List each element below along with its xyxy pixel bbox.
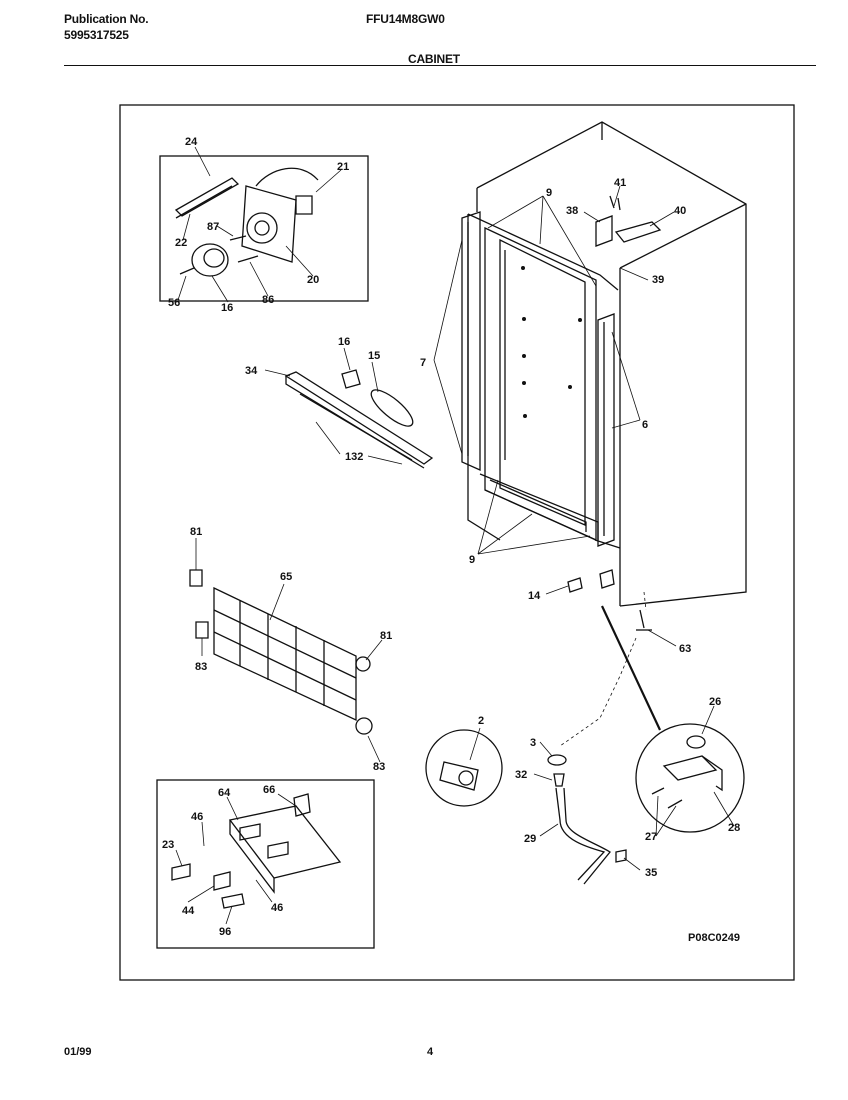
hinge-detail-circle bbox=[635, 723, 745, 833]
callout-83a: 83 bbox=[195, 661, 207, 673]
callout-35: 35 bbox=[645, 867, 657, 879]
callout-9b: 9 bbox=[469, 554, 475, 566]
callout-46a: 46 bbox=[191, 811, 203, 823]
fan-motor-assembly bbox=[174, 167, 319, 277]
kickplate-inset bbox=[156, 779, 375, 949]
drawing-code: P08C0249 bbox=[688, 932, 740, 944]
callout-83b: 83 bbox=[373, 761, 385, 773]
callout-24: 24 bbox=[185, 136, 198, 148]
drain-detail-circle bbox=[425, 729, 503, 807]
kickplate-assembly bbox=[171, 793, 342, 909]
drain-plug bbox=[439, 761, 479, 791]
callout-32: 32 bbox=[515, 769, 527, 781]
callout-132: 132 bbox=[345, 451, 363, 463]
callout-7: 7 bbox=[420, 357, 426, 369]
footer-date: 01/99 bbox=[64, 1046, 92, 1058]
callout-65: 65 bbox=[280, 571, 292, 583]
callout-63: 63 bbox=[679, 643, 691, 655]
callout-22: 22 bbox=[175, 237, 187, 249]
publication-number: 5995317525 bbox=[64, 28, 129, 42]
callout-15: 15 bbox=[368, 350, 380, 362]
callout-56: 56 bbox=[168, 297, 180, 309]
callout-16b: 16 bbox=[338, 336, 350, 348]
diagram-frame bbox=[119, 104, 795, 981]
callout-34: 34 bbox=[245, 365, 258, 377]
control-bracket bbox=[284, 369, 434, 469]
callout-46b: 46 bbox=[271, 902, 283, 914]
fan-motor-inset bbox=[159, 155, 369, 302]
publication-label: Publication No. bbox=[64, 12, 149, 26]
section-title: CABINET bbox=[408, 52, 460, 66]
callout-38: 38 bbox=[566, 205, 578, 217]
callout-41: 41 bbox=[614, 177, 626, 189]
callout-3: 3 bbox=[530, 737, 536, 749]
callout-66: 66 bbox=[263, 784, 275, 796]
drain-tube-assembly bbox=[547, 754, 627, 885]
model-number: FFU14M8GW0 bbox=[366, 12, 445, 26]
callout-40: 40 bbox=[674, 205, 686, 217]
door-gasket bbox=[461, 211, 615, 547]
bottom-hinge bbox=[651, 735, 723, 809]
callout-87: 87 bbox=[207, 221, 219, 233]
callout-81a: 81 bbox=[190, 526, 202, 538]
callout-29: 29 bbox=[524, 833, 536, 845]
callout-21: 21 bbox=[337, 161, 349, 173]
header-rule bbox=[64, 65, 816, 66]
wire-shelf bbox=[213, 586, 357, 722]
page-number: 4 bbox=[427, 1046, 434, 1058]
callout-28: 28 bbox=[728, 822, 740, 834]
callout-26: 26 bbox=[709, 696, 721, 708]
callout-64: 64 bbox=[218, 787, 231, 799]
callout-23: 23 bbox=[162, 839, 174, 851]
callout-96: 96 bbox=[219, 926, 231, 938]
callout-39: 39 bbox=[652, 274, 664, 286]
shelf-clips bbox=[189, 569, 373, 735]
cabinet-body bbox=[467, 121, 747, 607]
callout-27: 27 bbox=[645, 831, 657, 843]
callout-20: 20 bbox=[307, 274, 319, 286]
callout-9a: 9 bbox=[546, 187, 552, 199]
top-hinge-assembly bbox=[595, 195, 662, 247]
callout-2: 2 bbox=[478, 715, 484, 727]
callout-44: 44 bbox=[182, 905, 195, 917]
callout-16a: 16 bbox=[221, 302, 233, 314]
callout-6: 6 bbox=[642, 419, 648, 431]
callout-14: 14 bbox=[528, 590, 541, 602]
callout-81b: 81 bbox=[380, 630, 392, 642]
callout-86: 86 bbox=[262, 294, 274, 306]
leveling-parts bbox=[567, 569, 652, 631]
